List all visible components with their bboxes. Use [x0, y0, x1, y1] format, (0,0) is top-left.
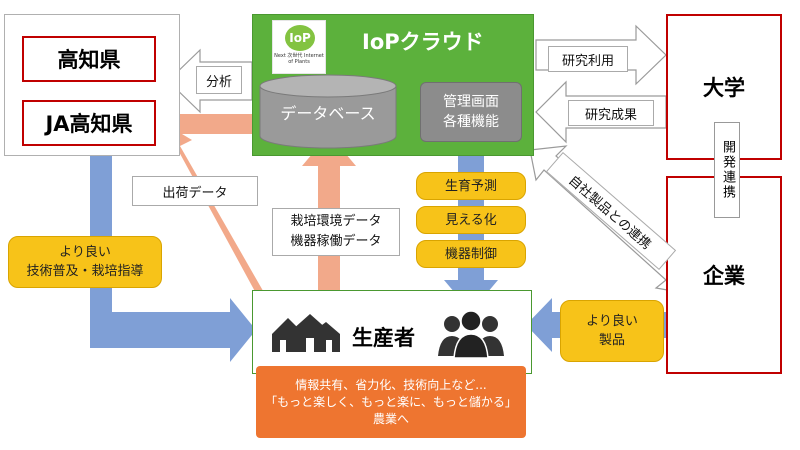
- better-product-line2: 製品: [598, 333, 625, 348]
- growth-prediction-box: 生育予測: [416, 172, 526, 200]
- guidance-flow-arrow: [90, 156, 256, 362]
- env-data-line1: 栽培環境データ: [290, 214, 382, 229]
- env-data-label: 栽培環境データ 機器稼働データ: [272, 208, 400, 256]
- producer-label: 生産者: [352, 326, 415, 350]
- goal-line2: 「もっと楽しく、もっと楽に、もっと儲かる」: [265, 394, 517, 409]
- visualization-box: 見える化: [416, 206, 526, 234]
- iop-logo-badge: IoP: [285, 25, 315, 51]
- university-box: 大学: [666, 14, 782, 160]
- kochi-prefecture-box: 高知県: [22, 36, 156, 82]
- better-guidance-line1: より良い: [59, 245, 111, 260]
- company-label: 企業: [703, 264, 745, 288]
- data-to-ja-arrow: [154, 102, 298, 146]
- device-control-box: 機器制御: [416, 240, 526, 268]
- better-product-line1: より良い: [586, 314, 638, 329]
- research-results-label: 研究成果: [568, 100, 654, 126]
- analysis-label: 分析: [196, 66, 242, 94]
- mgmt-line1: 管理画面: [443, 94, 499, 110]
- ja-kochi-box: JA高知県: [22, 100, 156, 146]
- iop-logo-caption: Next 次世代 Internet of Plants: [274, 53, 324, 65]
- kochi-prefecture-label: 高知県: [57, 48, 121, 72]
- management-screen-box: 管理画面 各種機能: [420, 82, 522, 142]
- research-use-label: 研究利用: [548, 46, 628, 72]
- university-label: 大学: [703, 76, 745, 100]
- cloud-title: IoPクラウド: [362, 30, 484, 54]
- better-guidance-line2: 技術普及・栽培指導: [26, 264, 144, 279]
- agriculture-goal-banner: 情報共有、省力化、技術向上など... 「もっと楽しく、もっと楽に、もっと儲かる」…: [256, 366, 526, 438]
- goal-line1: 情報共有、省力化、技術向上など...: [295, 377, 487, 392]
- company-box: 企業: [666, 176, 782, 374]
- iop-logo: IoP Next 次世代 Internet of Plants: [272, 20, 326, 74]
- better-product-box: より良い 製品: [560, 300, 664, 362]
- ja-kochi-label: JA高知県: [45, 112, 133, 136]
- shipping-data-label: 出荷データ: [132, 176, 258, 206]
- goal-line3: 農業へ: [372, 411, 409, 426]
- better-guidance-box: より良い 技術普及・栽培指導: [8, 236, 162, 288]
- people-group-icon: [438, 310, 504, 358]
- database-label: データベース: [280, 104, 376, 123]
- farmhouse-icon: [272, 314, 340, 352]
- database-cylinder: [259, 74, 397, 149]
- dev-collab-label: 開発連携: [714, 122, 740, 218]
- shipping-data-arrow: [162, 122, 284, 308]
- env-data-line2: 機器稼働データ: [290, 234, 382, 249]
- mgmt-line2: 各種機能: [443, 114, 499, 130]
